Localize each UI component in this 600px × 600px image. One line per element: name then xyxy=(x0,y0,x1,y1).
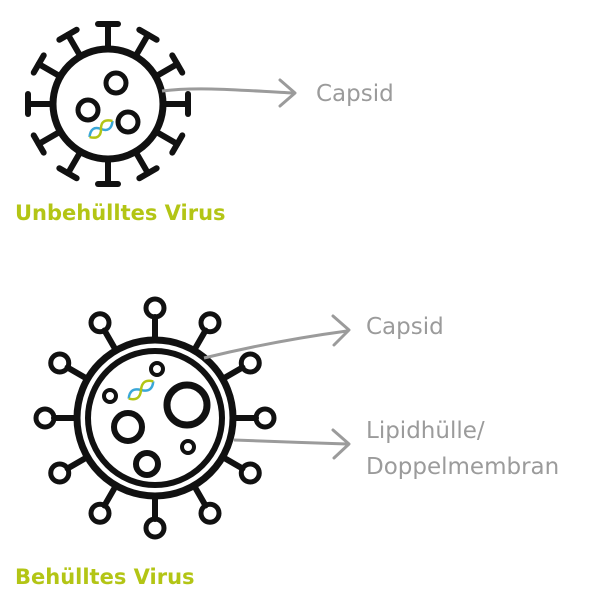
capsid-spike xyxy=(34,133,58,153)
envelope-spike xyxy=(91,488,115,522)
envelope-spike xyxy=(146,299,164,337)
capsid-spike xyxy=(158,55,182,75)
envelope-spike xyxy=(51,354,85,378)
capsid-shell xyxy=(53,49,163,159)
capsid-label-enveloped: Capsid xyxy=(366,316,444,339)
envelope-spike xyxy=(36,409,74,427)
envelope-spike xyxy=(51,459,85,483)
envelope-spike xyxy=(146,499,164,537)
capsid-spike xyxy=(59,30,79,54)
lipid-envelope-label: Lipidhülle/ xyxy=(366,420,485,443)
capsid-spike xyxy=(98,24,118,46)
envelope-spike xyxy=(91,314,115,348)
capsid-spike xyxy=(98,162,118,184)
envelope-spike xyxy=(196,314,220,348)
non-enveloped-title: Unbehülltes Virus xyxy=(15,203,226,224)
capsid-arrow-enveloped xyxy=(204,331,347,358)
capsid-spike xyxy=(166,94,188,114)
capsid-spike xyxy=(137,154,157,178)
non-enveloped-virus xyxy=(28,24,188,184)
dna-icon xyxy=(126,378,156,403)
envelope-spike xyxy=(196,488,220,522)
capsid-spike xyxy=(158,133,182,153)
envelope-arrow xyxy=(234,440,347,444)
capsid-arrow xyxy=(162,89,293,93)
envelope-spike xyxy=(225,459,259,483)
capsid-spike xyxy=(34,55,58,75)
double-membrane-label: Doppelmembran xyxy=(366,456,559,479)
capsid-spike xyxy=(28,94,50,114)
envelope-spike xyxy=(236,409,274,427)
capsid-label: Capsid xyxy=(316,83,394,106)
capsid-spike xyxy=(137,30,157,54)
envelope-spike xyxy=(225,354,259,378)
capsid-spike xyxy=(59,154,79,178)
enveloped-title: Behülltes Virus xyxy=(15,567,195,588)
enveloped-virus xyxy=(36,299,274,537)
